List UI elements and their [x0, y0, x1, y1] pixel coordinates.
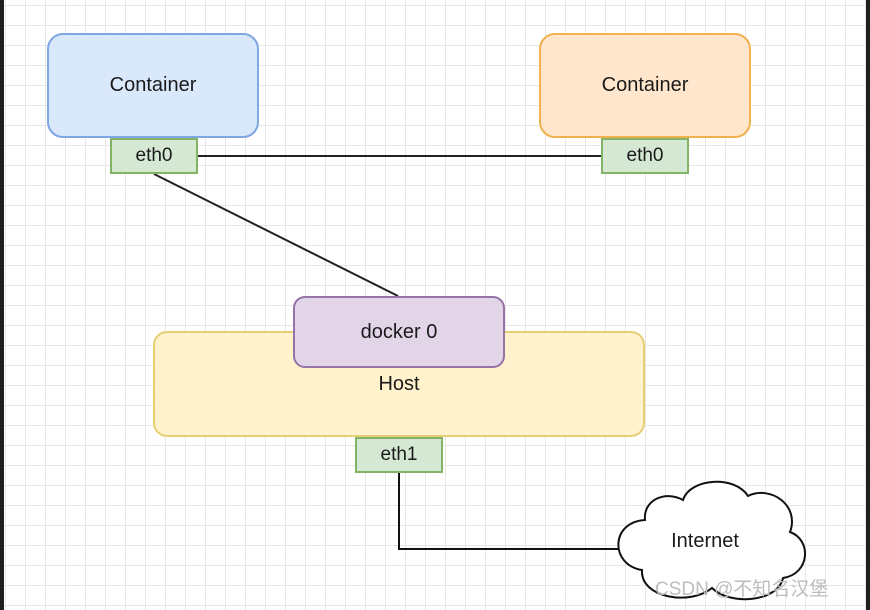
- container-left: Container: [47, 33, 259, 138]
- csdn-watermark: CSDN @不知名汉堡: [655, 579, 829, 600]
- eth1-port: eth1: [355, 437, 443, 473]
- eth1-label: eth1: [380, 444, 418, 465]
- container-right-label: Container: [601, 74, 689, 96]
- docker0-bridge: docker 0: [293, 296, 505, 368]
- eth0-right-label: eth0: [626, 145, 664, 166]
- host-label: Host: [378, 373, 420, 395]
- eth0-left-port: eth0: [110, 138, 198, 174]
- window-frame-left: [0, 0, 4, 610]
- internet-label: Internet: [671, 530, 739, 552]
- link-eth0-docker0: [153, 173, 399, 297]
- link-eth1-internet: [398, 473, 635, 555]
- container-right: Container: [539, 33, 751, 138]
- eth0-right-port: eth0: [601, 138, 689, 174]
- eth0-left-label: eth0: [135, 145, 173, 166]
- docker0-label: docker 0: [360, 320, 438, 343]
- internet-cloud: [617, 480, 806, 601]
- window-frame-right: [866, 0, 870, 610]
- container-left-label: Container: [109, 74, 197, 96]
